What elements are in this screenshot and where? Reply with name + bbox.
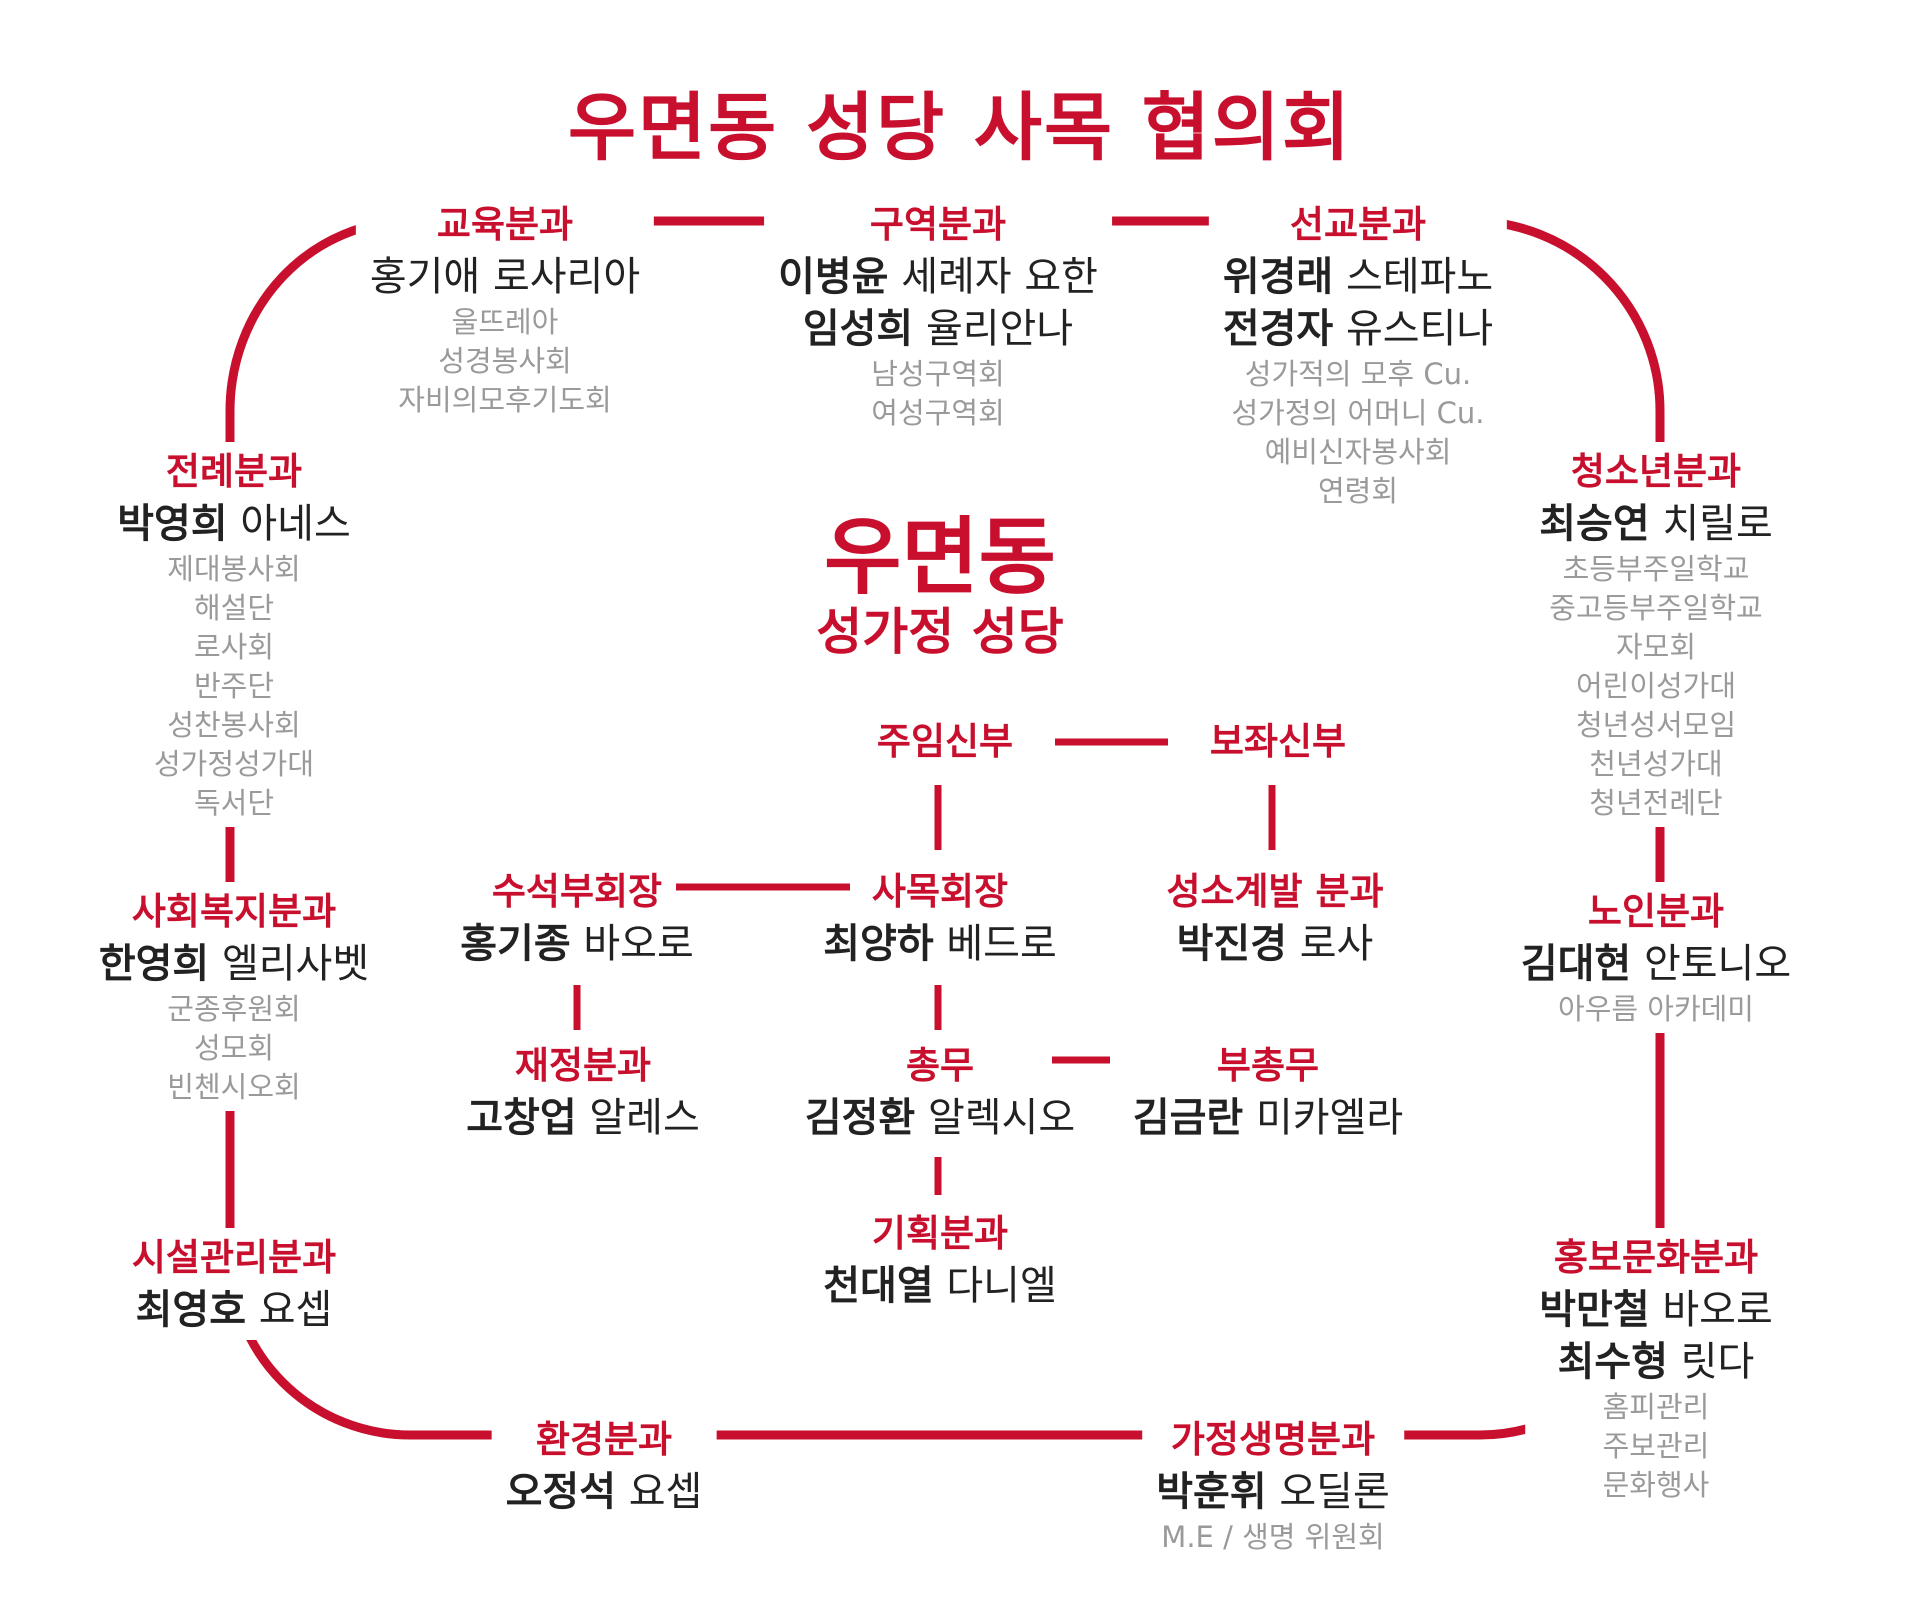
- role-title: 총무: [905, 1044, 975, 1087]
- person: 최영호 요셉: [135, 1287, 333, 1333]
- person: 전경자 유스티나: [1222, 306, 1494, 352]
- group: 천년성가대: [1589, 747, 1723, 781]
- person: 박영희 아네스: [117, 501, 351, 547]
- person: 오정석 요셉: [505, 1469, 703, 1515]
- role-title: 사목회장: [871, 870, 1009, 913]
- committee-district: 구역분과 이병윤 세례자 요한 임성희 율리안나 남성구역회 여성구역회: [764, 195, 1112, 437]
- committee-title: 성소계발 분과: [1166, 870, 1384, 913]
- committee-title: 시설관리분과: [131, 1236, 337, 1279]
- group: 어린이성가대: [1575, 669, 1737, 703]
- role-president: 사목회장 최양하 베드로: [823, 866, 1057, 970]
- committee-title: 재정분과: [514, 1044, 652, 1087]
- group: 여성구역회: [871, 396, 1005, 430]
- group: 청년전례단: [1589, 786, 1723, 820]
- group: 성가정의 어머니 Cu.: [1231, 396, 1485, 430]
- group: 중고등부주일학교: [1549, 591, 1763, 625]
- committee-youth: 청소년분과 최승연 치릴로 초등부주일학교 중고등부주일학교 자모회 어린이성가…: [1525, 442, 1787, 827]
- committee-environment: 환경분과 오정석 요셉: [491, 1410, 717, 1522]
- group: 자모회: [1615, 630, 1697, 664]
- group: 자비의모후기도회: [398, 383, 612, 417]
- person: 이병윤 세례자 요한: [778, 254, 1098, 300]
- person: 김대현 안토니오: [1520, 941, 1792, 987]
- committee-title: 노인분과: [1587, 890, 1725, 933]
- committee-title: 교육분과: [436, 203, 574, 246]
- role-pastor: 주임신부: [877, 716, 1013, 768]
- group: 연령회: [1317, 474, 1399, 508]
- committee-planning: 기획분과 천대열 다니엘: [823, 1208, 1057, 1312]
- role-title: 주임신부: [876, 720, 1014, 763]
- committee-elderly: 노인분과 김대현 안토니오 아우름 아카데미: [1506, 882, 1806, 1033]
- committee-title: 사회복지분과: [131, 890, 337, 933]
- group: 주보관리: [1602, 1429, 1710, 1463]
- group: 성가적의 모후 Cu.: [1244, 357, 1472, 391]
- group: 빈첸시오회: [167, 1070, 301, 1104]
- person: 위경래 스테파노: [1222, 254, 1494, 300]
- role-title: 부총무: [1216, 1044, 1320, 1087]
- group: 아우름 아카데미: [1558, 992, 1754, 1026]
- group: 문화행사: [1602, 1468, 1710, 1502]
- committee-title: 가정생명분과: [1170, 1418, 1376, 1461]
- group: M.E / 생명 위원회: [1161, 1520, 1385, 1554]
- committee-title: 환경분과: [535, 1418, 673, 1461]
- group: 성경봉사회: [438, 344, 572, 378]
- committee-sanctification: 성소계발 분과 박진경 로사: [1166, 866, 1383, 970]
- group: 성찬봉사회: [167, 708, 301, 742]
- page-title: 우면동 성당 사목 협의회: [567, 85, 1353, 171]
- committee-title: 청소년분과: [1570, 450, 1742, 493]
- person: 김금란 미카엘라: [1132, 1095, 1404, 1141]
- committee-facility: 시설관리분과 최영호 요셉: [117, 1228, 351, 1340]
- committee-welfare: 사회복지분과 한영희 엘리사벳 군종후원회 성모회 빈첸시오회: [84, 882, 384, 1111]
- person: 천대열 다니엘: [823, 1263, 1057, 1309]
- role-general-affairs: 총무 김정환 알렉시오: [805, 1040, 1075, 1144]
- person: 김정환 알렉시오: [804, 1095, 1076, 1141]
- group: 초등부주일학교: [1562, 552, 1750, 586]
- group: 예비신자봉사회: [1264, 435, 1452, 469]
- person: 홍기애 로사리아: [369, 254, 641, 300]
- group: 성가정성가대: [153, 747, 315, 781]
- parish-subname: 성가정 성당: [816, 603, 1064, 661]
- role-vice-president: 수석부회장 홍기종 바오로: [460, 866, 694, 970]
- group: 로사회: [193, 630, 275, 664]
- person: 박만철 바오로: [1539, 1287, 1773, 1333]
- committee-education: 교육분과 홍기애 로사리아 울뜨레아 성경봉사회 자비의모후기도회: [355, 195, 655, 424]
- group: 반주단: [193, 669, 275, 703]
- committee-title: 전례분과: [165, 450, 303, 493]
- group: 남성구역회: [871, 357, 1005, 391]
- person: 한영희 엘리사벳: [98, 941, 370, 987]
- committee-title: 홍보문화분과: [1553, 1236, 1759, 1279]
- person: 홍기종 바오로: [460, 921, 694, 967]
- person: 최수형 릿다: [1557, 1339, 1755, 1385]
- committee-finance: 재정분과 고창업 알레스: [466, 1040, 700, 1144]
- person: 최승연 치릴로: [1539, 501, 1773, 547]
- committee-family: 가정생명분과 박훈휘 오딜론 M.E / 생명 위원회: [1142, 1410, 1404, 1561]
- role-title: 보좌신부: [1209, 720, 1347, 763]
- parish-name: 우면동: [824, 508, 1056, 606]
- committee-mission: 선교분과 위경래 스테파노 전경자 유스티나 성가적의 모후 Cu. 성가정의 …: [1208, 195, 1508, 515]
- role-title: 수석부회장: [491, 870, 663, 913]
- person: 박진경 로사: [1176, 921, 1374, 967]
- group: 성모회: [193, 1031, 275, 1065]
- person: 최양하 베드로: [823, 921, 1057, 967]
- group: 홈피관리: [1602, 1390, 1710, 1424]
- group: 독서단: [193, 786, 275, 820]
- role-vice-general-affairs: 부총무 김금란 미카엘라: [1133, 1040, 1403, 1144]
- committee-title: 기획분과: [871, 1212, 1009, 1255]
- person: 임성희 율리안나: [802, 306, 1074, 352]
- outer-ring: [225, 216, 1665, 1440]
- committee-title: 구역분과: [869, 203, 1007, 246]
- group: 청년성서모임: [1575, 708, 1737, 742]
- role-assistant: 보좌신부: [1210, 716, 1346, 768]
- person: 박훈휘 오딜론: [1156, 1469, 1390, 1515]
- committee-liturgy: 전례분과 박영희 아네스 제대봉사회 해설단 로사회 반주단 성찬봉사회 성가정…: [103, 442, 365, 827]
- committee-title: 선교분과: [1289, 203, 1427, 246]
- group: 제대봉사회: [167, 552, 301, 586]
- group: 군종후원회: [167, 992, 301, 1026]
- person: 고창업 알레스: [466, 1095, 700, 1141]
- committee-pr: 홍보문화분과 박만철 바오로 최수형 릿다 홈피관리 주보관리 문화행사: [1525, 1228, 1787, 1509]
- group: 울뜨레아: [451, 305, 559, 339]
- group: 해설단: [193, 591, 275, 625]
